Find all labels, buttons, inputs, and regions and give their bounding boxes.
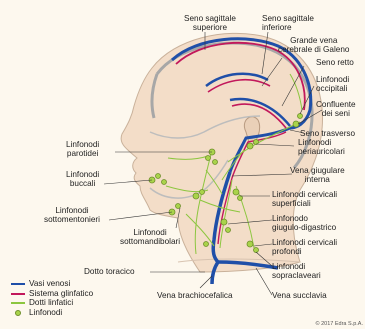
label-seno-sagittale-inferiore: Seno sagittale inferiore: [262, 14, 314, 32]
label-confluente-seni: Confluente dei seni: [316, 100, 356, 118]
label-dotto-toracico: Dotto toracico: [84, 267, 135, 276]
legend-swatch-pink: [11, 293, 25, 295]
legend-swatch-blue: [11, 283, 25, 285]
legend-item-sistema-glinfatico: Sistema glinfatico: [10, 289, 93, 299]
label-vena-giugulare-interna: Vena giugulare interna: [290, 166, 345, 184]
label-linfonodi-sottomandibolari: Linfonodi sottomandibolari: [120, 228, 180, 246]
legend-label: Sistema glinfatico: [29, 289, 93, 298]
legend-swatch-node: [15, 310, 21, 316]
legend: Vasi venosi Sistema glinfatico Dotti lin…: [10, 279, 93, 317]
label-linfonodi-sottomentonieri: Linfonodi sottomentonieri: [44, 206, 100, 224]
label-grande-vena-galeno: Grande vena cerebrale di Galeno: [278, 36, 349, 54]
label-linfonodi-occipitali: Linfonodi occipitali: [316, 75, 349, 93]
label-linfonodi-parotidei: Linfonodi parotidei: [66, 140, 99, 158]
legend-swatch-green: [11, 302, 25, 304]
legend-item-linfonodi: Linfonodi: [10, 308, 93, 318]
copyright: © 2017 Edra S.p.A.: [316, 321, 363, 327]
legend-item-dotti-linfatici: Dotti linfatici: [10, 298, 93, 308]
label-seno-sagittale-superiore: Seno sagittale superiore: [184, 14, 236, 32]
label-vena-brachiocefalica: Vena brachiocefalica: [157, 291, 233, 300]
label-seno-trasverso: Seno trasverso: [300, 129, 355, 138]
label-seno-retto: Seno retto: [316, 58, 354, 67]
legend-item-vasi-venosi: Vasi venosi: [10, 279, 93, 289]
label-linfonodi-sopraclaveari: Linfonodi sopraclaveari: [272, 262, 321, 280]
label-linfonodi-cervicali-superficiali: Linfonodi cervicali superficiali: [272, 190, 337, 208]
label-linfonodi-periauricolari: Linfonodi periauricolari: [298, 138, 345, 156]
label-linfonodi-buccali: Linfonodi buccali: [66, 170, 99, 188]
label-linfonodo-giugulo-digastrico: Linfonodo giugulo-digastrico: [272, 214, 336, 232]
label-vena-succlavia: Vena succlavia: [272, 291, 327, 300]
label-linfonodi-cervicali-profondi: Linfonodi cervicali profondi: [272, 238, 337, 256]
legend-label: Dotti linfatici: [29, 298, 73, 307]
legend-label: Linfonodi: [29, 308, 62, 317]
legend-label: Vasi venosi: [29, 279, 70, 288]
